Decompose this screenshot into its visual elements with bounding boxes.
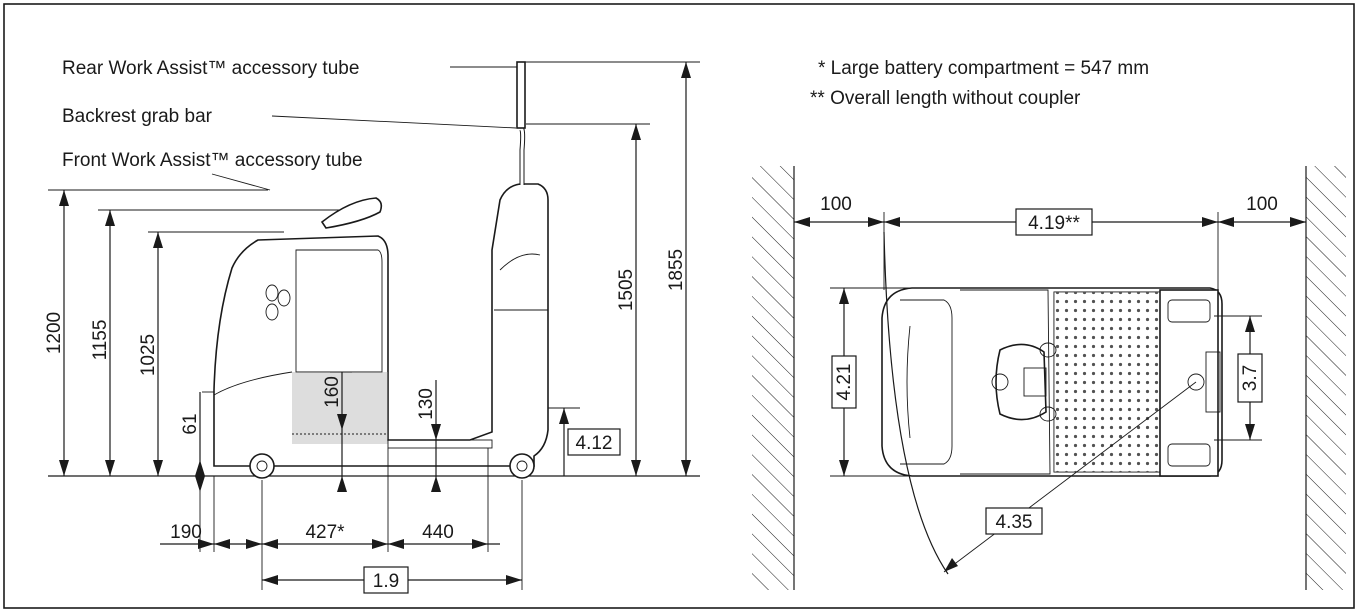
dim-1155: 1155 — [90, 320, 111, 361]
cabin — [960, 289, 1051, 475]
vent-oval-1 — [265, 284, 279, 302]
ref-412-box — [567, 428, 621, 456]
vent-oval-3 — [277, 289, 291, 307]
dim-130: 130 — [416, 388, 437, 420]
vertical-dimensions: 1200 1155 1025 61 160 130 1505 1855 — [44, 62, 691, 492]
right-wall-hatch — [1306, 166, 1346, 590]
ref-37-box — [1237, 353, 1263, 403]
hood-handle — [906, 325, 911, 439]
notes: * Large battery compartment = 547 mm ** … — [810, 58, 1149, 109]
side-view: Rear Work Assist™ accessory tube Backres… — [44, 58, 700, 594]
dim-1200: 1200 — [44, 312, 65, 354]
dim-440: 440 — [422, 522, 454, 543]
dim-427: 427* — [305, 522, 345, 543]
rear-wheel-hub — [516, 460, 528, 472]
front-wheel-hub — [256, 460, 268, 472]
dim-190: 190 — [170, 522, 202, 543]
front-hood — [900, 299, 953, 465]
dim-37: 3.7 — [1240, 365, 1261, 391]
horizontal-dimensions: 190 427* 440 1.9 — [160, 522, 522, 594]
rear-grab — [1187, 373, 1205, 391]
seat-pad-1 — [1039, 342, 1057, 358]
rear-coupler — [1205, 351, 1221, 413]
rear-bumper-2 — [1167, 443, 1211, 467]
dim-419: 4.19** — [1028, 213, 1080, 234]
left-clearance: 100 — [820, 194, 852, 215]
rear-column-top — [1159, 289, 1219, 477]
dim-19: 1.9 — [373, 571, 399, 592]
backrest-label: Backrest grab bar — [62, 106, 213, 127]
control-handle — [1023, 367, 1047, 397]
compartment-panel — [295, 249, 383, 373]
steering-wheel — [320, 197, 383, 229]
dim-160: 160 — [322, 376, 343, 408]
steer-knob — [991, 373, 1009, 391]
dim-1505: 1505 — [616, 269, 637, 311]
seat-pad-2 — [1039, 406, 1057, 422]
ref-412: 4.12 — [576, 433, 613, 454]
battery-area — [292, 372, 388, 444]
steering-unit — [995, 343, 1047, 421]
front-tube-leader — [211, 173, 271, 191]
note-length: ** Overall length without coupler — [810, 88, 1081, 109]
ref-19-box — [363, 566, 409, 594]
ref-419-box — [1015, 208, 1093, 236]
dim-61: 61 — [180, 413, 201, 434]
rear-wheel — [509, 453, 535, 479]
front-wheel — [249, 453, 275, 479]
top-dimensions: 100 100 4.19** 4.21 3.7 4.35 — [794, 194, 1306, 575]
left-wall-hatch — [752, 166, 794, 590]
ref-421-box — [831, 355, 857, 409]
floor-mat — [1053, 291, 1163, 473]
dim-435: 4.35 — [996, 512, 1033, 533]
dim-421: 4.21 — [834, 364, 855, 401]
dim-1025: 1025 — [138, 334, 159, 376]
shell-line — [213, 371, 293, 396]
callouts: Rear Work Assist™ accessory tube Backres… — [62, 58, 517, 191]
outer-frame — [3, 3, 1355, 609]
top-view: 100 100 4.19** 4.21 3.7 4.35 — [752, 166, 1346, 590]
note-battery: * Large battery compartment = 547 mm — [818, 58, 1149, 79]
rear-bumper-1 — [1167, 299, 1211, 323]
backrest-leader — [271, 115, 517, 129]
truck-side-silhouette — [213, 61, 549, 479]
right-clearance: 100 — [1246, 194, 1278, 215]
truck-top-silhouette — [881, 287, 1223, 477]
radius-line — [943, 381, 1197, 573]
dim-1855: 1855 — [666, 249, 687, 291]
front-tube-label: Front Work Assist™ accessory tube — [62, 150, 363, 171]
rear-tube-label: Rear Work Assist™ accessory tube — [62, 58, 359, 79]
turning-arc — [883, 231, 949, 575]
rear-tube — [516, 61, 526, 129]
column-detail — [499, 253, 541, 271]
ref-435-box — [985, 507, 1043, 535]
vent-oval-2 — [265, 303, 279, 321]
